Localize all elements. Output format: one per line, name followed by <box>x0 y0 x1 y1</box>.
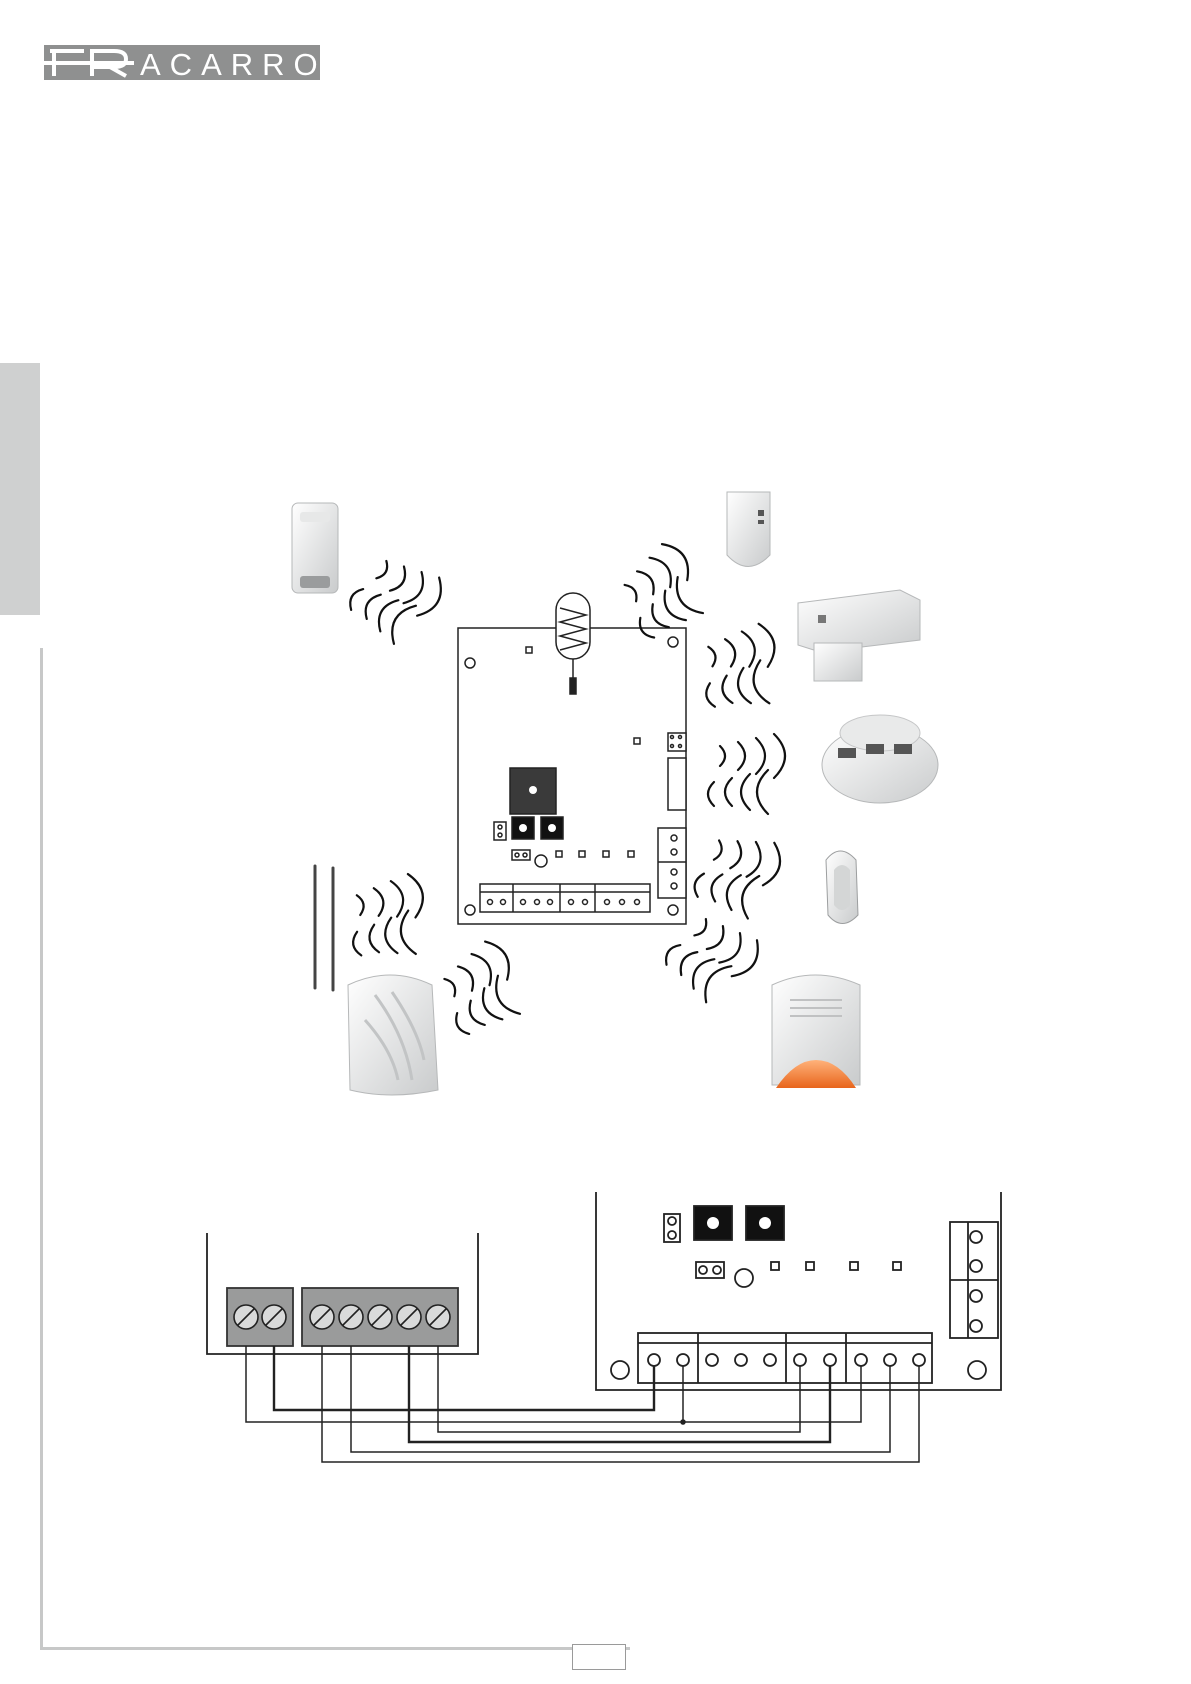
wiring-diagram <box>207 1192 1001 1462</box>
pir-motion-sensor-icon <box>727 492 770 567</box>
left-terminal-screws <box>234 1305 450 1329</box>
connection-wires <box>246 1346 919 1462</box>
rod-antenna-icon <box>315 866 333 990</box>
indoor-siren-icon <box>348 975 438 1095</box>
outdoor-pir-sensor-icon <box>292 503 338 593</box>
wireless-receiver-board <box>458 593 686 924</box>
right-board <box>596 1192 1001 1390</box>
smoke-detector-icon <box>822 715 938 803</box>
left-device <box>207 1233 478 1354</box>
keyfob-remote-icon <box>826 851 858 924</box>
door-window-contact-icon <box>798 590 920 681</box>
siren-with-flasher-icon <box>772 975 860 1088</box>
